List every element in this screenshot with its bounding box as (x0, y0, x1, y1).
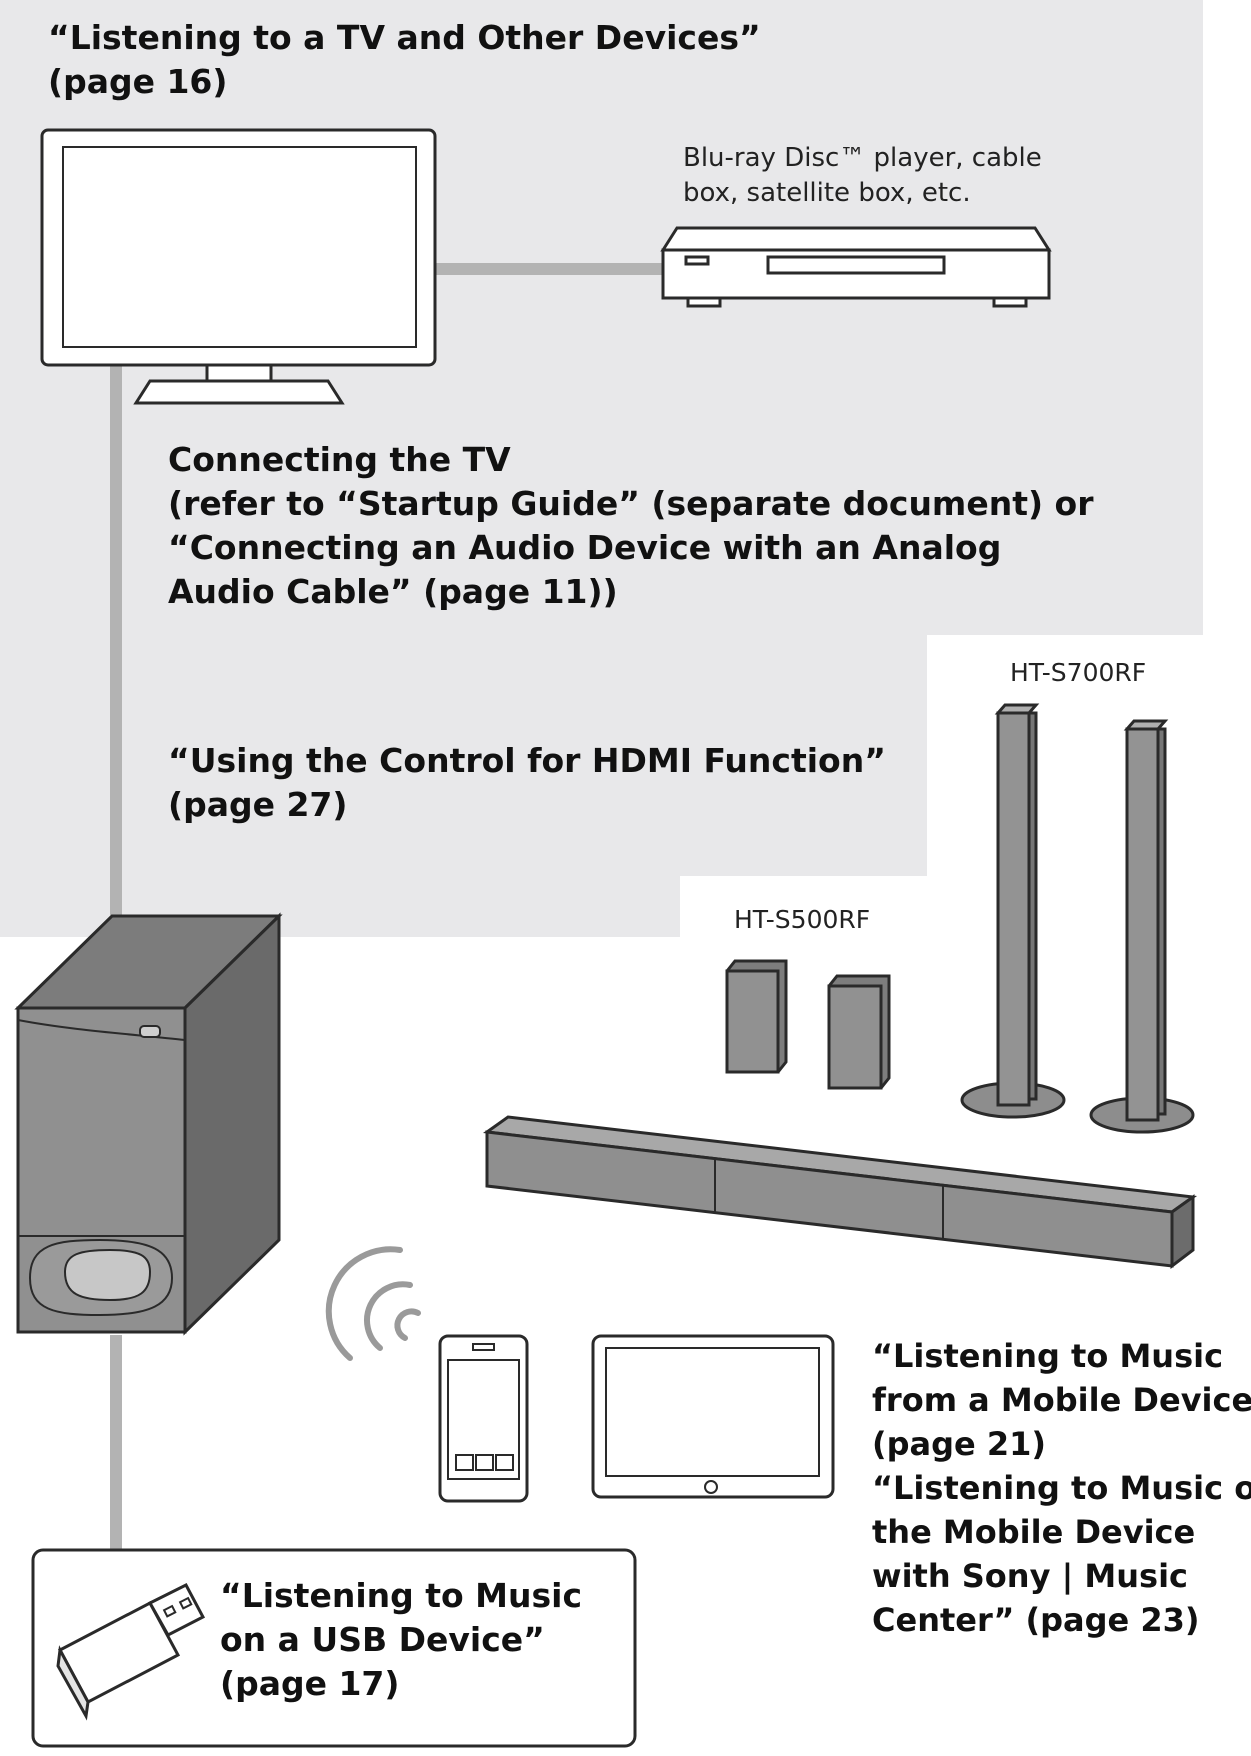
blu-ray-player-icon (660, 226, 1052, 308)
player-caption-line-1: Blu-ray Disc™ player, cable (683, 143, 1042, 173)
connecting-tv-line-1: Connecting the TV (168, 440, 511, 479)
subwoofer-icon (14, 912, 283, 1336)
mobile-music-line-5: the Mobile Device (872, 1513, 1196, 1551)
connecting-tv-line-2: (refer to “Startup Guide” (separate docu… (168, 484, 1094, 523)
soundbar-icon (482, 1115, 1198, 1270)
tablet-icon (591, 1334, 835, 1499)
mobile-music-line-7: Center” (page 23) (872, 1601, 1200, 1639)
connecting-tv-line-3: “Connecting an Audio Device with an Anal… (168, 528, 1002, 567)
mobile-music-line-6: with Sony | Music (872, 1557, 1188, 1595)
tv-listening-callout: “Listening to a TV and Other Devices” (p… (48, 16, 761, 104)
mobile-music-line-2: from a Mobile Device” (872, 1381, 1251, 1419)
wireless-signal-icon (325, 1246, 421, 1361)
usb-music-callout: “Listening to Music on a USB Device” (pa… (220, 1574, 582, 1706)
mobile-music-callout: “Listening to Music from a Mobile Device… (872, 1334, 1251, 1642)
compact-speaker-icon (725, 959, 891, 1090)
model-label-tall-speakers: HT-S700RF (1010, 658, 1147, 687)
smartphone-icon (438, 1334, 529, 1503)
connecting-tv-callout: Connecting the TV (refer to “Startup Gui… (168, 438, 1093, 614)
hdmi-control-line-2: (page 27) (168, 785, 348, 824)
mobile-music-line-1: “Listening to Music (872, 1337, 1224, 1375)
hdmi-control-line-1: “Using the Control for HDMI Function” (168, 741, 886, 780)
model-label-compact-speakers: HT-S500RF (734, 905, 871, 934)
cables (110, 263, 666, 1550)
tall-speaker-icon (960, 703, 1195, 1134)
hdmi-control-callout: “Using the Control for HDMI Function” (p… (168, 739, 886, 827)
mobile-music-line-3: (page 21) (872, 1425, 1047, 1463)
usb-music-line-3: (page 17) (220, 1664, 400, 1703)
usb-drive-icon (56, 1583, 206, 1721)
player-caption: Blu-ray Disc™ player, cable box, satelli… (683, 141, 1042, 211)
connecting-tv-line-4: Audio Cable” (page 11)) (168, 572, 618, 611)
usb-music-line-1: “Listening to Music (220, 1576, 583, 1615)
mobile-music-line-4: “Listening to Music on (872, 1469, 1251, 1507)
tv-icon (40, 128, 437, 405)
usb-music-line-2: on a USB Device” (220, 1620, 545, 1659)
player-caption-line-2: box, satellite box, etc. (683, 178, 971, 208)
tv-listening-line-1: “Listening to a TV and Other Devices” (48, 18, 761, 57)
tv-listening-line-2: (page 16) (48, 62, 228, 101)
